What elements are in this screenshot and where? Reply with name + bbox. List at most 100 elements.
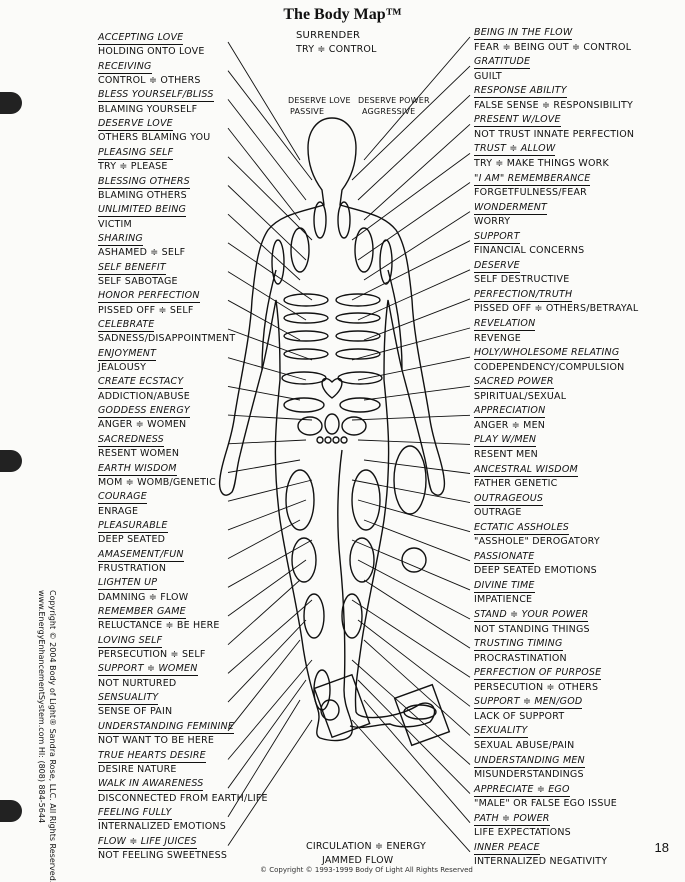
right-label: PERFECTION OF PURPOSE [474,667,602,681]
right-label: RESENT MEN [474,448,538,460]
left-label: SUPPORT ≑ WOMEN [98,663,198,677]
left-label: FEELING FULLY [98,806,172,820]
connector-line [363,579,471,649]
page-number: 18 [654,840,669,855]
left-label: BLESSING OTHERS [98,175,190,189]
left-label: COURAGE [98,491,147,505]
connector-line [227,459,301,473]
right-label: PISSED OFF ≑ OTHERS/BETRAYAL [474,303,639,315]
copyright-vertical: Copyright © 2004 Body of Light® Sandra R… [36,590,58,882]
connector-line [363,211,471,281]
connector-line [227,539,313,588]
left-label: CREATE ECSTACY [98,376,184,390]
right-label: IMPATIENCE [474,594,533,606]
left-label: FRUSTRATION [98,562,167,574]
connector-line [227,328,313,361]
connector-line [227,679,307,789]
left-label: RESENT WOMEN [98,448,180,460]
left-label: RELUCTANCE ≑ BE HERE [98,620,220,632]
left-label: NOT WANT TO BE HERE [98,735,215,747]
right-label: TRUSTING TIMING [474,638,563,652]
left-label: ENJOYMENT [98,347,157,361]
left-label: REMEMBER GAME [98,606,186,619]
left-label: SACREDNESS [98,433,164,447]
deserve-power-center: DESERVE POWER [358,96,430,105]
connector-line [351,153,471,241]
left-label: VICTIM [98,218,132,230]
right-label: APPRECIATE ≑ EGO [474,783,570,797]
connector-line [363,519,471,562]
connector-line [363,699,471,823]
right-label: SELF DESTRUCTIVE [474,274,570,286]
connector-line [227,99,307,201]
right-label: PROCRASTINATION [474,652,567,664]
left-label: JEALOUSY [98,362,147,374]
left-label: SENSUALITY [98,692,159,706]
left-label: WALK IN AWARENESS [98,778,204,792]
right-label: "ASSHOLE" DEROGATORY [474,536,600,548]
left-label: PERSECUTION ≑ SELF [98,649,206,661]
right-label: NOT STANDING THINGS [474,623,590,635]
copyright-line: Copyright © 2004 Body of Light® Sandra R… [48,590,57,882]
right-label: WONDERMENT [474,201,548,215]
connector-line [363,123,471,221]
right-label: FALSE SENSE ≑ RESPONSIBILITY [474,99,634,111]
right-label: HOLY/WHOLESOME RELATING [474,347,620,361]
binder-hole [0,800,22,822]
connector-line [351,240,471,301]
left-label: HONOR PERFECTION [98,290,200,304]
connector-line [357,269,471,321]
left-label: CELEBRATE [98,319,155,332]
left-label: SELF SABOTAGE [98,275,178,287]
left-label: ENRAGE [98,505,139,517]
connector-line [363,298,471,341]
right-label: ANCESTRAL WISDOM [474,463,578,477]
right-label: FORGETFULNESS/FEAR [474,187,587,199]
right-label: ECTATIC ASSHOLES [474,521,569,535]
right-label: SUPPORT ≑ MEN/GOD [474,696,583,710]
left-label: MOM ≑ WOMB/GENETIC [98,476,216,488]
right-label: PERFECTION/TRUTH [474,288,573,302]
left-label: SELF BENEFIT [98,261,166,275]
right-label: ANGER ≑ MEN [474,419,546,431]
right-label: REVENGE [474,332,521,344]
connector-line [357,94,471,201]
right-label: LACK OF SUPPORT [474,710,565,722]
binder-hole [0,92,22,114]
passive-label: PASSIVE [290,107,325,116]
connector-line [357,559,471,620]
left-label: BLAMING YOURSELF [98,103,198,115]
connector-line [227,414,313,421]
connector-line [227,185,307,261]
connector-line [227,439,307,445]
left-label: RECEIVING [98,60,152,74]
left-label: ASHAMED ≑ SELF [98,247,186,259]
left-label: LIGHTEN UP [98,577,158,591]
right-label: PLAY W/MEN [474,434,537,448]
right-label: GUILT [474,70,502,82]
deserve-love-center: DESERVE LOVE [288,96,351,105]
right-label: "I AM" REMEMBERANCE [474,172,591,186]
left-label: FLOW ≑ LIFE JUICES [98,835,197,849]
connector-line [363,639,471,736]
connector-line [357,499,471,533]
right-label: DESERVE [474,259,520,273]
right-label: OUTRAGE [474,507,522,519]
left-label: BLESS YOURSELF/BLISS [98,89,214,103]
right-label: TRUST ≑ ALLOW [474,143,556,157]
connector-line [227,579,301,646]
right-label: NOT TRUST INNATE PERFECTION [474,128,635,140]
right-label: REVELATION [474,318,536,331]
left-label: DEEP SEATED [98,534,166,546]
left-label: TRUE HEARTS DESIRE [98,749,206,763]
right-label: PASSIONATE [474,550,535,564]
left-label: CONTROL ≑ OTHERS [98,75,201,87]
right-label: APPRECIATION [474,405,546,419]
right-label: BEING IN THE FLOW [474,27,573,40]
left-label: LOVING SELF [98,634,163,648]
right-label: LIFE EXPECTATIONS [474,827,571,839]
connector-line [227,719,313,846]
left-label: SADNESS/DISAPPOINTMENT [98,333,236,345]
connector-line [227,271,307,321]
